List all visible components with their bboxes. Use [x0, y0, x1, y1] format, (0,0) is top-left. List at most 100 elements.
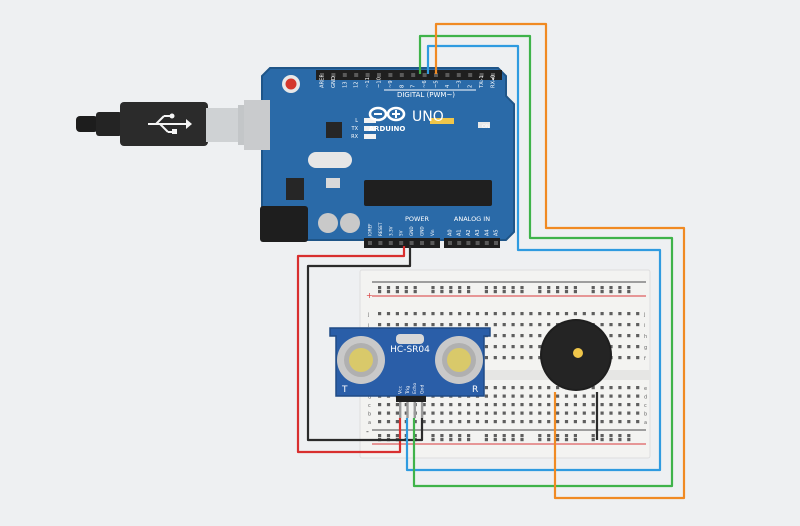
rail-hole[interactable] — [618, 438, 622, 442]
terminal-hole[interactable] — [484, 411, 488, 415]
terminal-hole[interactable] — [422, 403, 426, 407]
digital-pin-hole[interactable] — [422, 73, 427, 77]
terminal-hole[interactable] — [538, 312, 542, 316]
terminal-hole[interactable] — [493, 386, 497, 390]
terminal-hole[interactable] — [609, 323, 613, 327]
terminal-hole[interactable] — [484, 420, 488, 424]
terminal-hole[interactable] — [511, 411, 515, 415]
terminal-hole[interactable] — [636, 394, 640, 398]
terminal-hole[interactable] — [627, 420, 631, 424]
terminal-hole[interactable] — [627, 323, 631, 327]
rail-hole[interactable] — [484, 290, 488, 294]
rail-hole[interactable] — [431, 438, 435, 442]
terminal-hole[interactable] — [556, 394, 560, 398]
rail-hole[interactable] — [511, 286, 515, 290]
rail-hole[interactable] — [591, 286, 595, 290]
analog-pin-hole[interactable] — [448, 241, 452, 245]
terminal-hole[interactable] — [520, 403, 524, 407]
rail-hole[interactable] — [556, 434, 560, 438]
terminal-hole[interactable] — [627, 312, 631, 316]
rail-hole[interactable] — [609, 286, 613, 290]
rail-hole[interactable] — [547, 438, 551, 442]
terminal-hole[interactable] — [484, 403, 488, 407]
terminal-hole[interactable] — [609, 394, 613, 398]
terminal-hole[interactable] — [591, 394, 595, 398]
power-pin-hole[interactable] — [388, 241, 393, 245]
terminal-hole[interactable] — [618, 312, 622, 316]
terminal-hole[interactable] — [449, 420, 453, 424]
terminal-hole[interactable] — [484, 323, 488, 327]
rail-hole[interactable] — [431, 290, 435, 294]
terminal-hole[interactable] — [538, 411, 542, 415]
rail-hole[interactable] — [600, 286, 604, 290]
terminal-hole[interactable] — [520, 394, 524, 398]
terminal-hole[interactable] — [636, 386, 640, 390]
terminal-hole[interactable] — [591, 420, 595, 424]
terminal-hole[interactable] — [636, 420, 640, 424]
rail-hole[interactable] — [564, 434, 569, 438]
rail-hole[interactable] — [449, 438, 453, 442]
terminal-hole[interactable] — [440, 411, 444, 415]
terminal-hole[interactable] — [529, 386, 533, 390]
terminal-hole[interactable] — [520, 420, 524, 424]
terminal-hole[interactable] — [591, 411, 595, 415]
terminal-hole[interactable] — [547, 394, 551, 398]
terminal-hole[interactable] — [511, 312, 515, 316]
terminal-hole[interactable] — [475, 403, 480, 407]
rail-hole[interactable] — [467, 286, 471, 290]
terminal-hole[interactable] — [511, 386, 515, 390]
terminal-hole[interactable] — [520, 356, 524, 360]
terminal-hole[interactable] — [458, 411, 462, 415]
terminal-hole[interactable] — [591, 386, 595, 390]
terminal-hole[interactable] — [547, 386, 551, 390]
rail-hole[interactable] — [618, 434, 622, 438]
terminal-hole[interactable] — [600, 394, 604, 398]
rail-hole[interactable] — [484, 286, 488, 290]
terminal-hole[interactable] — [422, 420, 426, 424]
rail-hole[interactable] — [573, 438, 577, 442]
digital-pin-hole[interactable] — [479, 73, 484, 77]
terminal-hole[interactable] — [520, 334, 524, 338]
rail-hole[interactable] — [484, 434, 488, 438]
terminal-hole[interactable] — [600, 323, 604, 327]
terminal-hole[interactable] — [502, 403, 506, 407]
power-pin-hole[interactable] — [420, 241, 424, 245]
digital-pin-hole[interactable] — [399, 73, 404, 77]
terminal-hole[interactable] — [493, 403, 497, 407]
wire-trig[interactable] — [405, 44, 662, 472]
terminal-hole[interactable] — [502, 420, 506, 424]
terminal-hole[interactable] — [609, 420, 613, 424]
terminal-hole[interactable] — [395, 312, 399, 316]
terminal-hole[interactable] — [556, 411, 560, 415]
terminal-hole[interactable] — [529, 334, 533, 338]
power-pin-hole[interactable] — [409, 241, 414, 245]
power-pin-hole[interactable] — [378, 241, 383, 245]
rail-hole[interactable] — [520, 286, 524, 290]
rail-hole[interactable] — [538, 434, 542, 438]
terminal-hole[interactable] — [395, 411, 399, 415]
terminal-hole[interactable] — [511, 356, 515, 360]
terminal-hole[interactable] — [564, 420, 569, 424]
terminal-hole[interactable] — [636, 334, 640, 338]
terminal-hole[interactable] — [502, 323, 506, 327]
terminal-hole[interactable] — [582, 420, 586, 424]
terminal-hole[interactable] — [511, 345, 515, 349]
terminal-hole[interactable] — [440, 420, 444, 424]
terminal-hole[interactable] — [467, 403, 471, 407]
terminal-hole[interactable] — [573, 403, 577, 407]
terminal-hole[interactable] — [609, 334, 613, 338]
terminal-hole[interactable] — [636, 312, 640, 316]
rail-hole[interactable] — [467, 438, 471, 442]
terminal-hole[interactable] — [582, 411, 586, 415]
terminal-hole[interactable] — [618, 323, 622, 327]
rail-hole[interactable] — [627, 286, 631, 290]
terminal-hole[interactable] — [413, 420, 417, 424]
terminal-hole[interactable] — [475, 411, 480, 415]
rail-hole[interactable] — [591, 438, 595, 442]
rail-hole[interactable] — [440, 434, 444, 438]
terminal-hole[interactable] — [493, 394, 497, 398]
rail-hole[interactable] — [395, 286, 399, 290]
rail-hole[interactable] — [386, 434, 391, 438]
terminal-hole[interactable] — [529, 323, 533, 327]
terminal-hole[interactable] — [600, 403, 604, 407]
